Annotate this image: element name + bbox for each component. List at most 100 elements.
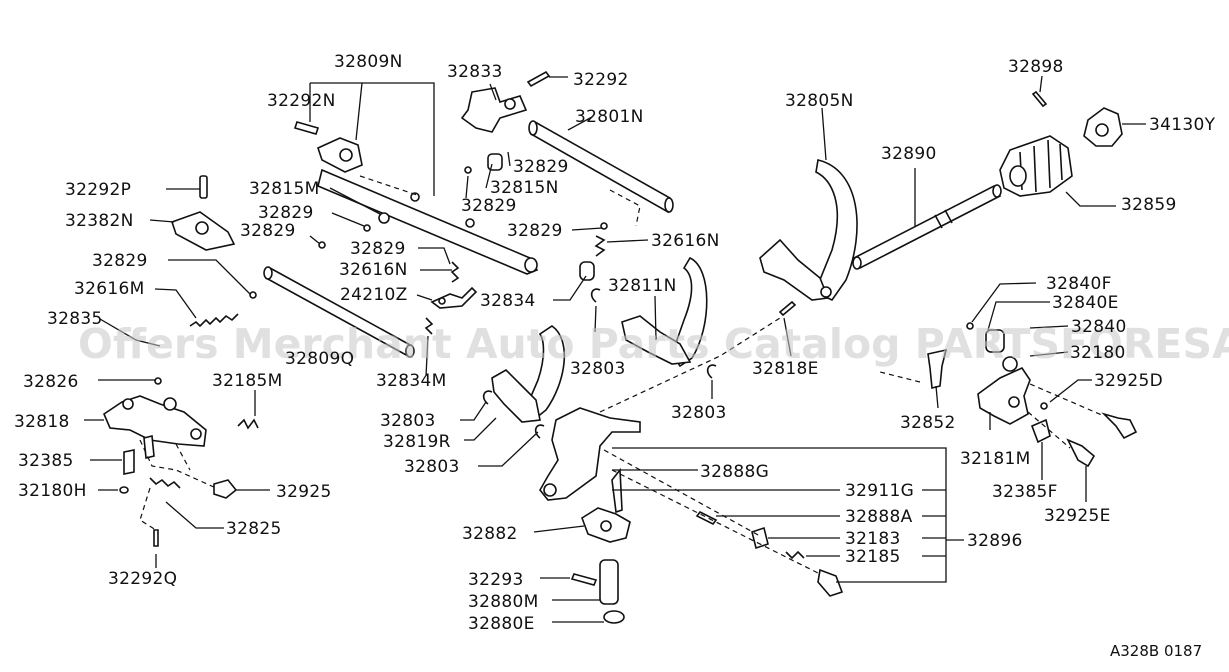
label-32818E[interactable]: 32818E (752, 359, 819, 379)
watermark-text: Offers Merchant Auto Parts Catalog PARTS… (78, 320, 1229, 368)
pin-32293 (570, 573, 598, 586)
label-32890[interactable]: 32890 (881, 144, 937, 164)
label-32181M[interactable]: 32181M (960, 449, 1031, 469)
bushing-34130Y (1083, 107, 1123, 147)
clip-24210Z (430, 286, 478, 309)
bolt-32925 (213, 479, 238, 499)
label-32292[interactable]: 32292 (573, 70, 629, 90)
boot-32859 (999, 135, 1073, 197)
label-32859[interactable]: 32859 (1121, 195, 1177, 215)
label-32852[interactable]: 32852 (900, 413, 956, 433)
spring-32825 (149, 477, 181, 489)
bracket-32181M (977, 356, 1031, 425)
snap-rings-32803 (482, 288, 717, 439)
label-32815M[interactable]: 32815M (249, 179, 320, 199)
plate-32183 (751, 526, 769, 550)
detent-32834 (579, 261, 595, 281)
cushion-32840E (985, 329, 1005, 353)
label-32834M[interactable]: 32834M (376, 371, 447, 391)
fork-rod-32809N (317, 168, 539, 275)
plate-32385 (123, 449, 135, 475)
label-32803-d[interactable]: 32803 (404, 457, 460, 477)
pin-32898 (1031, 90, 1048, 108)
alignment-lines (139, 175, 1105, 575)
label-32803-b[interactable]: 32803 (380, 411, 436, 431)
label-32811N[interactable]: 32811N (608, 276, 677, 296)
label-32829-b[interactable]: 32829 (461, 196, 517, 216)
label-32925E[interactable]: 32925E (1044, 506, 1111, 526)
bracket-32809N (293, 121, 363, 173)
label-32292P[interactable]: 32292P (65, 180, 131, 200)
label-32818[interactable]: 32818 (14, 412, 70, 432)
control-lever-32896 (539, 407, 641, 543)
label-32801N[interactable]: 32801N (575, 107, 644, 127)
label-24210Z[interactable]: 24210Z (340, 285, 408, 305)
label-32809N[interactable]: 32809N (334, 52, 403, 72)
label-32834[interactable]: 32834 (480, 291, 536, 311)
rod-32801N (487, 120, 674, 214)
bolt-32925E (1066, 438, 1096, 468)
label-32385[interactable]: 32385 (18, 451, 74, 471)
label-32826[interactable]: 32826 (23, 372, 79, 392)
label-32803-a[interactable]: 32803 (570, 359, 626, 379)
label-32829-c[interactable]: 32829 (258, 203, 314, 223)
label-32829-e[interactable]: 32829 (507, 221, 563, 241)
label-32616M[interactable]: 32616M (74, 279, 145, 299)
label-32882[interactable]: 32882 (462, 524, 518, 544)
label-32880E[interactable]: 32880E (468, 614, 535, 634)
label-32888G[interactable]: 32888G (700, 462, 769, 482)
label-32292N[interactable]: 32292N (267, 91, 336, 111)
label-32829-d[interactable]: 32829 (240, 221, 296, 241)
label-32829-g[interactable]: 32829 (92, 251, 148, 271)
fork-rod-32809Q (263, 266, 415, 358)
label-32819R[interactable]: 32819R (383, 432, 451, 452)
label-32888A[interactable]: 32888A (845, 507, 913, 527)
label-32616N-right[interactable]: 32616N (651, 231, 720, 251)
label-32835[interactable]: 32835 (47, 309, 103, 329)
label-32825[interactable]: 32825 (226, 519, 282, 539)
label-32805N[interactable]: 32805N (785, 91, 854, 111)
label-32815N[interactable]: 32815N (490, 178, 559, 198)
label-32382N[interactable]: 32382N (65, 211, 134, 231)
label-32829-a[interactable]: 32829 (513, 157, 569, 177)
rod-32890 (852, 184, 1002, 270)
label-32803-c[interactable]: 32803 (671, 403, 727, 423)
diagram-code: A328B 0187 (1110, 642, 1202, 660)
label-32840F[interactable]: 32840F (1046, 274, 1112, 294)
label-32809Q[interactable]: 32809Q (285, 349, 354, 369)
label-32185M[interactable]: 32185M (212, 371, 283, 391)
pin-32180H (119, 486, 129, 494)
pin-32292P (199, 175, 208, 199)
label-32185[interactable]: 32185 (845, 547, 901, 567)
pin-32818E (778, 300, 797, 317)
label-32898[interactable]: 32898 (1008, 57, 1064, 77)
label-32616N-left[interactable]: 32616N (339, 260, 408, 280)
label-32829-f[interactable]: 32829 (350, 239, 406, 259)
label-32293[interactable]: 32293 (468, 570, 524, 590)
label-32292Q[interactable]: 32292Q (108, 569, 177, 589)
bracket-32852 (927, 348, 948, 390)
label-32896[interactable]: 32896 (967, 531, 1023, 551)
label-32925[interactable]: 32925 (276, 482, 332, 502)
label-32385F[interactable]: 32385F (992, 482, 1058, 502)
label-32840[interactable]: 32840 (1071, 317, 1127, 337)
washer-32880E (603, 610, 625, 624)
bracket-32382N (170, 211, 236, 251)
bolt-32925D (1101, 412, 1138, 440)
shift-fork-32805N (759, 159, 858, 302)
label-32911G[interactable]: 32911G (845, 481, 914, 501)
label-32183[interactable]: 32183 (845, 529, 901, 549)
label-32925D[interactable]: 32925D (1094, 371, 1163, 391)
label-32880M[interactable]: 32880M (468, 592, 539, 612)
label-34130Y[interactable]: 34130Y (1149, 115, 1216, 135)
spring-32185M (237, 418, 259, 430)
part-labels: 32809N 32833 32292 32292N 32801N 32805N … (14, 52, 1216, 634)
bushing-32880M (599, 559, 619, 605)
detent-springs (189, 235, 606, 335)
label-32180H[interactable]: 32180H (18, 481, 87, 501)
label-32180[interactable]: 32180 (1070, 343, 1126, 363)
plate-32385F (1030, 418, 1051, 444)
label-32840E[interactable]: 32840E (1052, 293, 1119, 313)
label-32833[interactable]: 32833 (447, 62, 503, 82)
fork-32833 (460, 70, 551, 133)
